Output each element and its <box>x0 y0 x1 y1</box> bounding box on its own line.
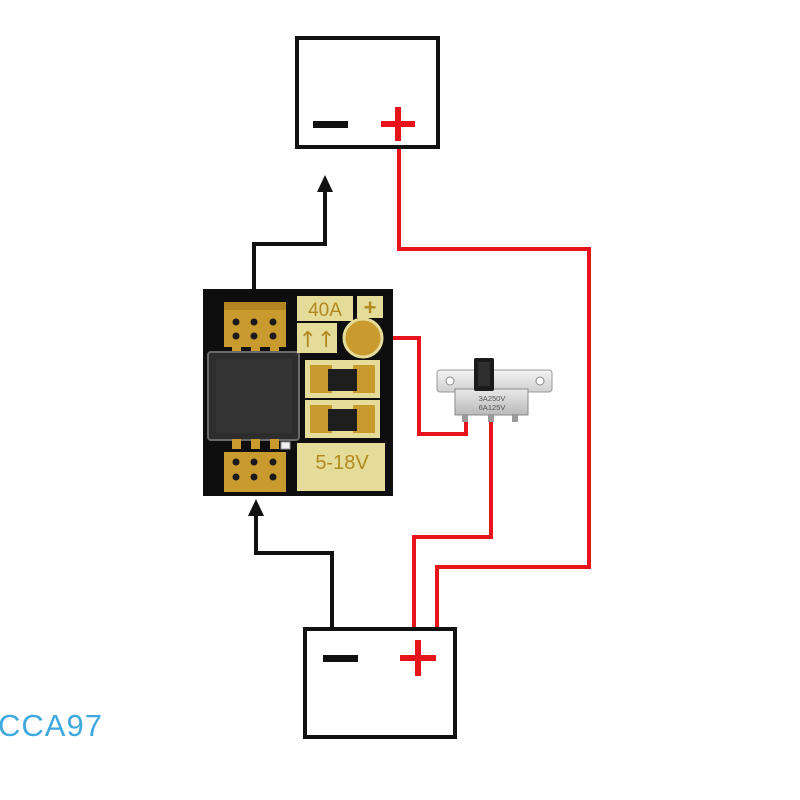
arrow-up-icon <box>317 175 333 192</box>
load-box <box>295 36 440 149</box>
watermark-text: CCA97 <box>0 708 103 743</box>
wire-switch-to-battery-plus <box>412 417 493 633</box>
input-pad <box>224 452 286 492</box>
minus-icon <box>323 655 358 662</box>
plus-pad <box>342 317 384 359</box>
smd-diode-upper <box>305 360 380 398</box>
wire-battery-minus-to-board-in <box>254 515 334 628</box>
arrow-up-icon <box>248 499 264 516</box>
switch-rating-line2: 6A125V <box>479 403 506 412</box>
minus-icon <box>313 121 348 128</box>
plus-icon <box>400 640 436 676</box>
smd-diode-lower <box>305 400 380 438</box>
output-pad <box>224 302 286 347</box>
switch-rating-line1: 3A250V <box>479 394 506 403</box>
plus-icon <box>381 107 415 141</box>
red-wires <box>372 148 591 633</box>
mosfet-chip <box>207 343 300 449</box>
voltage-range-label: 5-18V <box>315 452 369 474</box>
direction-arrows-label: ↑↑ <box>299 328 336 353</box>
plus-pad-label: + <box>364 295 377 320</box>
wire-load-plus-to-battery-plus <box>397 148 591 633</box>
slide-switch: 3A250V 6A125V <box>436 358 553 422</box>
current-rating-label: 40A <box>308 300 342 321</box>
battery-box <box>303 627 457 739</box>
mosfet-board: 40A ↑↑ + 5-18V <box>203 289 393 496</box>
wire-board-plus-to-switch <box>372 336 468 436</box>
wire-board-out-to-load-minus <box>252 188 327 302</box>
black-wires <box>252 188 334 628</box>
